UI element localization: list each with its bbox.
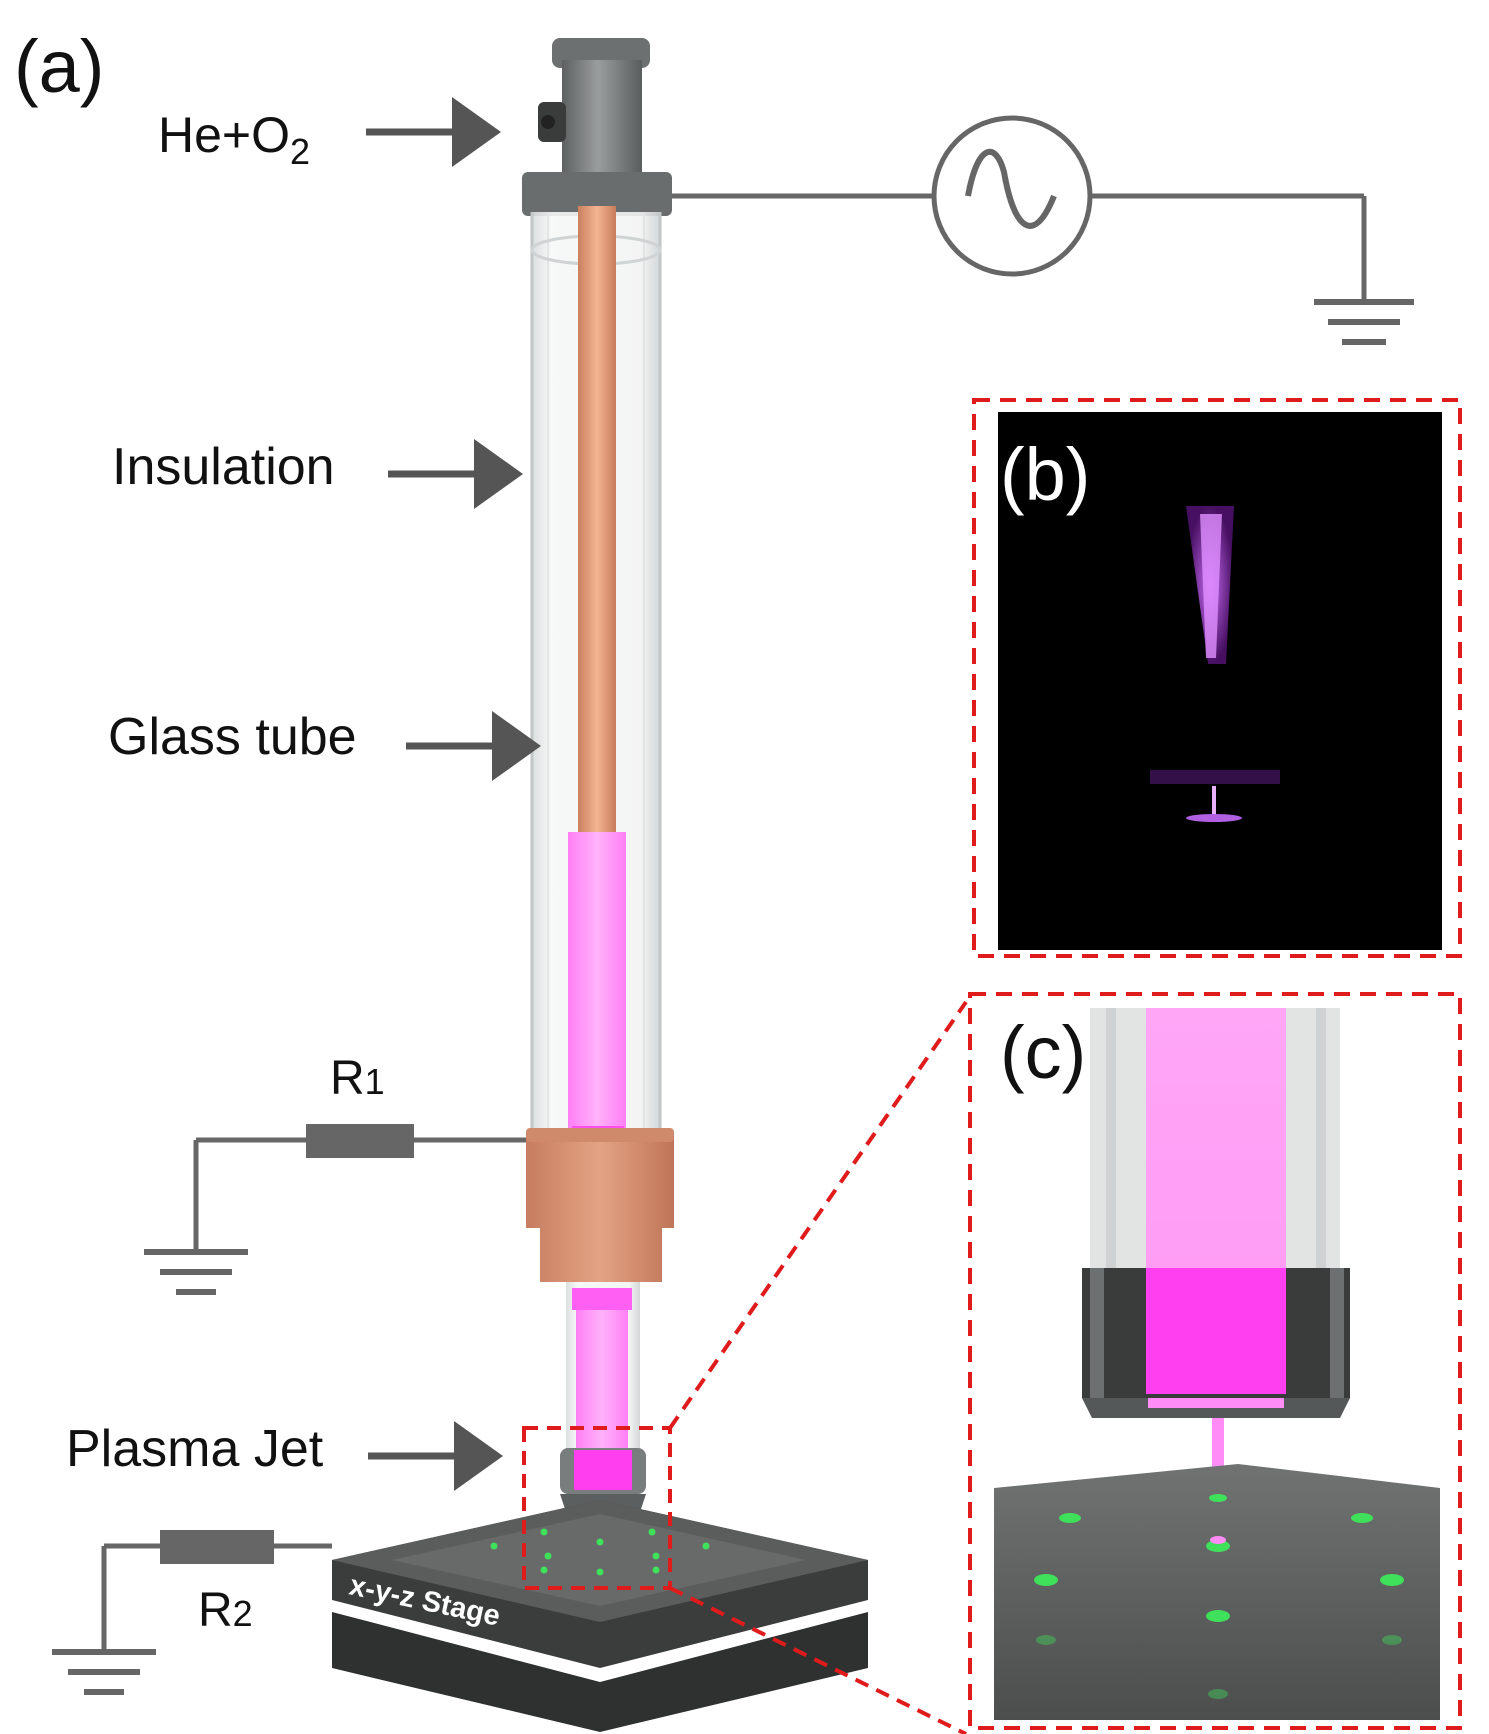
ac-source-icon [931,115,1093,277]
panel-b-dashed-frame [972,398,1462,958]
closeup-plasma-core [1146,1268,1286,1394]
ground-electrode-sleeve [526,1128,674,1282]
panel-b: (b) [972,398,1462,958]
glass-tube-label: Glass tube [108,708,357,766]
zoom-line-bottom [669,1586,967,1734]
ground-icon-r2 [52,1649,156,1695]
ac-power-circuit [672,193,1367,302]
xyz-stage: x-y-z Stage [332,1500,868,1732]
panel-c-dashed-frame [968,992,1462,1730]
ground-icon-r1 [144,1249,248,1295]
panel-b-photo [998,412,1442,950]
r2-circuit [101,1543,332,1652]
insulation-label: Insulation [112,438,335,496]
r2-label: R2 [198,1584,253,1637]
stage-markers [490,1528,710,1576]
panel-c-label: (c) [1000,1011,1086,1094]
closeup-stage-markers [1034,1494,1404,1699]
plasma-jet-label: Plasma Jet [66,1420,324,1478]
plasma-column [568,832,626,1138]
plasma-spot-lower [1186,814,1242,822]
gas-label: He+O2 [158,107,310,172]
resistor-icon-r1 [306,1124,414,1158]
panel-c: (c) [968,992,1462,1730]
inner-electrode-rod [578,206,616,842]
panel-a-label: (a) [14,25,104,108]
nozzle-tube [560,1282,646,1512]
ground-icon-ac [1314,299,1414,345]
plasma-glow-lower [1150,770,1280,784]
gas-inlet-cap [522,38,672,216]
r1-circuit [193,1137,526,1252]
panel-b-label: (b) [1000,433,1090,516]
zoom-region-box [522,1426,672,1590]
closeup-plasma-column [1146,1008,1286,1268]
closeup-stage-surface [994,1464,1440,1720]
r1-label: R1 [330,1052,385,1105]
zoom-line-top [668,1000,968,1430]
resistor-icon-r2 [160,1530,274,1564]
